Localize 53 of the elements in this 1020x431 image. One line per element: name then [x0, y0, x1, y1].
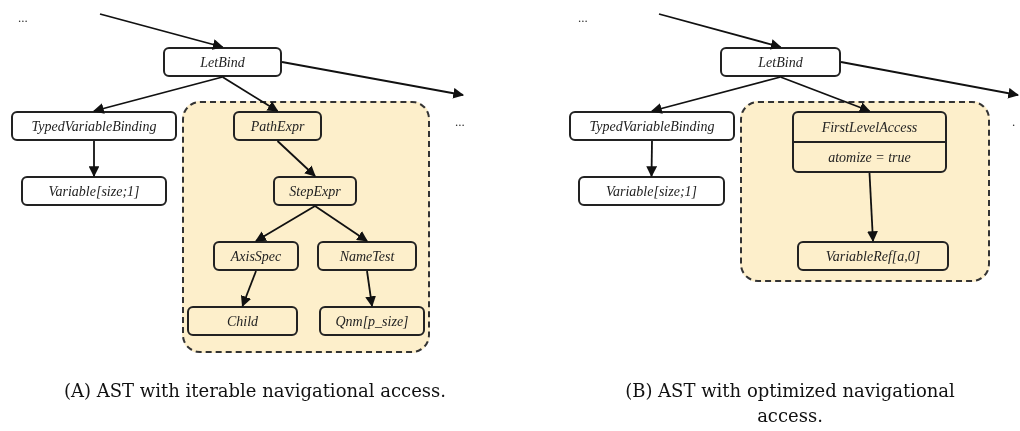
arrow [779, 76, 871, 113]
node-name: LetBind [200, 53, 245, 72]
node-name: Qnm[p_size] [335, 312, 409, 331]
node-name: AxisSpec [230, 247, 282, 266]
ast-node-box [319, 306, 425, 336]
node-name: PathExpr [250, 117, 305, 136]
arrow [314, 205, 368, 242]
dashed-group-region [740, 101, 990, 282]
arrow [255, 205, 316, 242]
ast-node-box [273, 176, 357, 206]
ellipsis-text: . [1012, 113, 1016, 131]
dashed-group-region [182, 101, 430, 353]
ellipsis-text: ... [455, 113, 465, 131]
node-name: FirstLevelAccess [821, 118, 918, 137]
arrow [646, 140, 658, 178]
arrow [240, 270, 257, 307]
ast-node-box [213, 241, 299, 271]
node-name: LetBind [758, 53, 803, 72]
node-name: TypedVariableBinding [31, 117, 157, 136]
arrow [88, 140, 100, 178]
arrow [840, 61, 1020, 99]
ast-node-box [720, 47, 841, 77]
ast-node-box [21, 176, 167, 206]
arrow [867, 172, 878, 243]
arrow [92, 76, 224, 114]
ast-node-box [11, 111, 177, 141]
ast-node-box [163, 47, 282, 77]
node-attribute: atomize = true [828, 148, 911, 167]
node-name: StepExpr [289, 182, 341, 201]
arrow [650, 76, 782, 114]
ast-node-box [797, 241, 949, 271]
node-name: Variable[size;1] [48, 182, 140, 201]
subfigure-caption: (A) AST with iterable navigational access. [62, 379, 447, 403]
ellipsis-text: ... [18, 9, 28, 27]
ellipsis-text: ... [578, 9, 588, 27]
arrow [658, 13, 782, 50]
subfigure-caption: (B) AST with optimized navigational access. [624, 379, 956, 428]
node-name: NameTest [339, 247, 395, 266]
arrow [365, 270, 376, 308]
ast-node-box [569, 111, 735, 141]
arrow [276, 140, 316, 177]
arrow [221, 76, 279, 112]
node-name: TypedVariableBinding [589, 117, 715, 136]
node-name: Variable[size;1] [606, 182, 697, 201]
ast-node-box [187, 306, 298, 336]
ast-node-box [792, 111, 947, 173]
arrow [99, 13, 224, 50]
node-name: Child [226, 312, 259, 331]
ast-node-box [317, 241, 417, 271]
arrow [281, 61, 465, 99]
node-name: VariableRef[a,0] [825, 247, 921, 266]
ast-node-box [578, 176, 725, 206]
ast-node-box [233, 111, 322, 141]
